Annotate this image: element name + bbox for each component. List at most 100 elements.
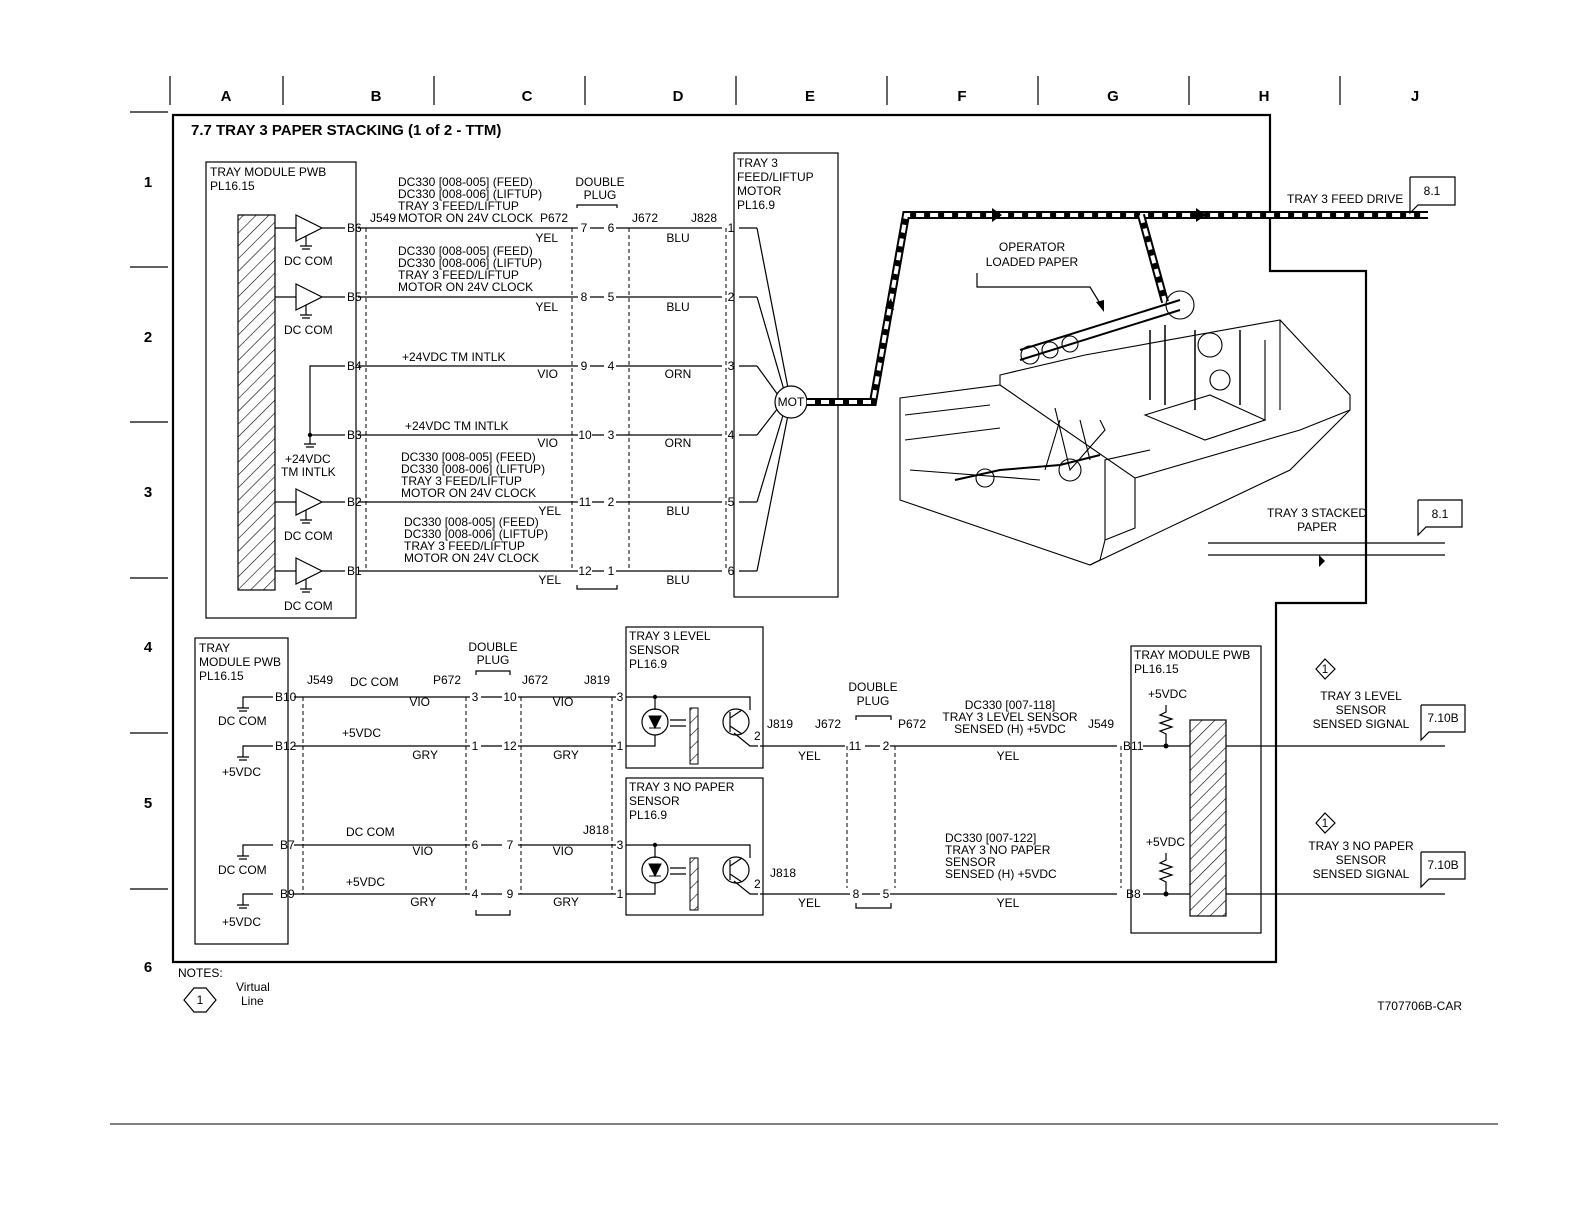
stacked-paper: TRAY 3 STACKED PAPER 8.1 <box>1208 499 1463 567</box>
dc-com-label: DC COM <box>284 599 333 613</box>
plug-pin: 6 <box>472 838 479 852</box>
row-label: 1 <box>144 174 152 191</box>
connector-label: J819 <box>767 717 793 731</box>
virtual-line-icon <box>1315 658 1336 680</box>
svg-text:PL16.15: PL16.15 <box>199 669 244 683</box>
motor-pin: 6 <box>728 564 735 578</box>
wire-color: YEL <box>535 300 558 314</box>
pwb-hatch <box>1189 719 1227 917</box>
virtual-line-icon <box>183 987 217 1013</box>
svg-text:7.10B: 7.10B <box>1427 858 1458 872</box>
svg-text:MOTOR ON 24V CLOCK: MOTOR ON 24V CLOCK <box>398 280 533 294</box>
connector-label: J672 <box>632 211 658 225</box>
pin-label: B12 <box>275 739 297 753</box>
wire-color: YEL <box>997 896 1020 910</box>
svg-text:MOTOR ON 24V CLOCK: MOTOR ON 24V CLOCK <box>398 211 533 225</box>
svg-text:DC330 [008-005] (FEED): DC330 [008-005] (FEED) <box>404 515 539 529</box>
plug-pin: 12 <box>503 739 517 753</box>
plug-pin: 7 <box>581 221 588 235</box>
plus5-label: +5VDC <box>222 915 261 929</box>
plug-label: DOUBLE <box>575 175 624 189</box>
col-label: B <box>371 88 382 105</box>
signal-label: DC COM <box>350 675 399 689</box>
row-header: 1 2 3 4 5 6 <box>130 111 168 976</box>
plug-pin: 11 <box>579 495 592 509</box>
drawing-code: T707706B-CAR <box>1377 999 1462 1013</box>
svg-text:DC330 [008-006] (LIFTUP): DC330 [008-006] (LIFTUP) <box>401 462 545 476</box>
plug-pin: 6 <box>608 221 615 235</box>
wire-color: VIO <box>537 436 558 450</box>
wire-color: VIO <box>537 367 558 381</box>
sensor-pin: 1 <box>617 887 624 901</box>
wire-color: VIO <box>412 844 433 858</box>
svg-text:TRAY 3 FEED/LIFTUP: TRAY 3 FEED/LIFTUP <box>401 474 522 488</box>
pin-label: B4 <box>347 359 362 373</box>
svg-text:DC330 [007-122]: DC330 [007-122] <box>945 831 1036 845</box>
svg-text:FEED/LIFTUP: FEED/LIFTUP <box>737 170 814 184</box>
svg-text:2: 2 <box>754 877 761 891</box>
row-label: 3 <box>144 484 152 501</box>
pin-label: B10 <box>275 690 297 704</box>
plug-pin: 12 <box>578 564 592 578</box>
pin-label: B5 <box>347 290 362 304</box>
plus5-label: +5VDC <box>222 765 261 779</box>
connector-label: J549 <box>307 673 333 687</box>
svg-text:Virtual: Virtual <box>236 980 270 994</box>
tray-illustration <box>899 290 1351 566</box>
plug-label: DOUBLE <box>848 680 897 694</box>
plug-label: PLUG <box>857 694 890 708</box>
plug-pin: 7 <box>507 838 514 852</box>
svg-text:SENSOR: SENSOR <box>629 794 680 808</box>
plug-pin: 4 <box>472 887 479 901</box>
col-label: F <box>957 88 966 105</box>
dc-com-label: DC COM <box>218 714 267 728</box>
svg-text:SENSOR: SENSOR <box>1336 853 1387 867</box>
row-label: 4 <box>144 639 153 656</box>
pin-label: B8 <box>1126 887 1141 901</box>
svg-text:TRAY 3 LEVEL SENSOR: TRAY 3 LEVEL SENSOR <box>942 710 1077 724</box>
plug-pin: 3 <box>608 428 615 442</box>
svg-text:TRAY 3 STACKED: TRAY 3 STACKED <box>1267 506 1367 520</box>
wire-color: BLU <box>666 231 689 245</box>
wire-color: BLU <box>666 504 689 518</box>
svg-text:DC330 [008-006] (LIFTUP): DC330 [008-006] (LIFTUP) <box>398 187 542 201</box>
pin-label: B2 <box>347 495 362 509</box>
intlk-label: +24VDC <box>285 452 331 466</box>
feed-signal-label: DC330 [008-005] (FEED) DC330 [008-006] (… <box>404 515 548 565</box>
svg-text:8.1: 8.1 <box>1424 184 1441 198</box>
feed-signal-label: DC330 [008-005] (FEED) DC330 [008-006] (… <box>401 450 545 500</box>
svg-text:NOTES:: NOTES: <box>178 966 223 980</box>
nopaper-signal-label: DC330 [007-122] TRAY 3 NO PAPER SENSOR S… <box>945 831 1057 881</box>
wire-color: BLU <box>666 573 689 587</box>
upper-harness: DOUBLE PLUG J549 P672 J672 J828 7 6 1 8 … <box>358 175 757 590</box>
motor-pin: 2 <box>728 290 735 304</box>
lower-harness: DOUBLE PLUG J549 P672 J672 J819 J818 DC … <box>294 640 624 916</box>
svg-text:TRAY 3 FEED/LIFTUP: TRAY 3 FEED/LIFTUP <box>398 268 519 282</box>
wire-color: YEL <box>798 896 821 910</box>
svg-text:TRAY 3 FEED/LIFTUP: TRAY 3 FEED/LIFTUP <box>404 539 525 553</box>
plug-pin: 2 <box>883 739 890 753</box>
pwb-hatch <box>237 214 276 591</box>
wire-color: YEL <box>538 504 561 518</box>
svg-text:PL16.15: PL16.15 <box>1134 662 1179 676</box>
plug-pin: 8 <box>581 290 588 304</box>
connector-label: J818 <box>770 866 796 880</box>
col-label: H <box>1259 88 1270 105</box>
plus5-label: +5VDC <box>1148 687 1187 701</box>
svg-text:MOTOR ON 24V CLOCK: MOTOR ON 24V CLOCK <box>401 486 536 500</box>
svg-text:7.10B: 7.10B <box>1427 711 1458 725</box>
svg-text:SENSED (H) +5VDC: SENSED (H) +5VDC <box>954 722 1066 736</box>
plug-pin: 9 <box>581 359 588 373</box>
pwb-label: TRAY MODULE PWB <box>210 165 326 179</box>
notes: NOTES: 1 Virtual Line <box>178 966 270 1013</box>
svg-text:SENSED SIGNAL: SENSED SIGNAL <box>1313 717 1410 731</box>
wire-color: BLU <box>666 300 689 314</box>
ref-flag <box>1420 704 1466 742</box>
svg-text:LOADED PAPER: LOADED PAPER <box>986 255 1079 269</box>
svg-text:TRAY 3: TRAY 3 <box>737 156 778 170</box>
motor-pin: 4 <box>728 428 735 442</box>
pwb-pl: PL16.15 <box>210 179 255 193</box>
feed-signal-label: DC330 [008-005] (FEED) DC330 [008-006] (… <box>398 244 542 294</box>
col-label: J <box>1411 88 1419 105</box>
ref-flag <box>1409 176 1456 215</box>
